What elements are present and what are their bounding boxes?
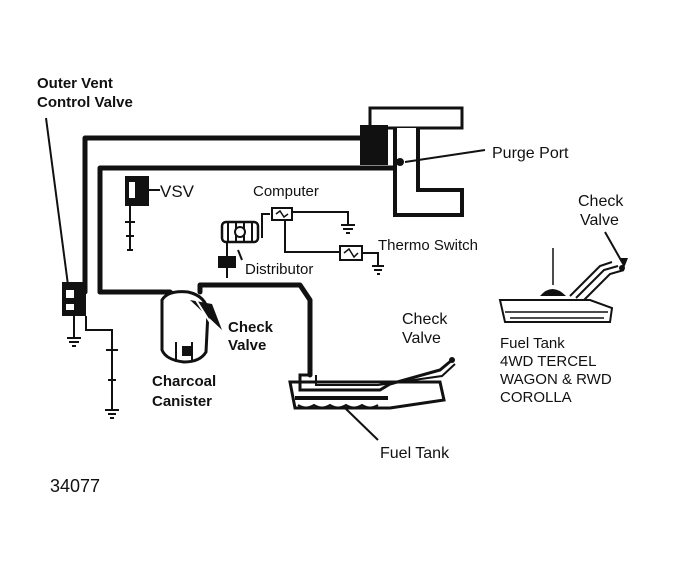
tank-vapor-hose bbox=[197, 282, 313, 378]
fuel-tank-main bbox=[288, 357, 456, 410]
purge-hose bbox=[82, 135, 378, 295]
computer-label: Computer bbox=[253, 183, 319, 200]
fuel-tank-alt bbox=[498, 248, 625, 323]
charcoal-canister bbox=[160, 290, 222, 364]
distributor-label: Distributor bbox=[245, 261, 313, 278]
charcoal-canister-label-1: Charcoal bbox=[152, 373, 216, 390]
distributor bbox=[218, 220, 260, 278]
alt-tank-label-4: COROLLA bbox=[500, 389, 572, 406]
check-valve-arrow bbox=[619, 258, 628, 268]
thermo-switch bbox=[339, 245, 384, 275]
check-valve-canister-label-1: Check bbox=[228, 319, 274, 336]
check-valve-tank-label-1: Check bbox=[402, 311, 448, 328]
alt-check-valve-label-2: Valve bbox=[580, 212, 619, 229]
thermo-switch-label: Thermo Switch bbox=[378, 237, 478, 254]
vsv-hose bbox=[97, 165, 408, 295]
intake-pipe bbox=[393, 128, 464, 217]
vsv-label: VSV bbox=[160, 182, 195, 201]
throttle-body bbox=[360, 125, 388, 165]
vsv-body bbox=[125, 176, 149, 206]
leader-lines bbox=[150, 149, 623, 441]
purge-port-label: Purge Port bbox=[492, 145, 569, 162]
purge-port-nipple bbox=[396, 158, 404, 166]
outer-vent-label-1: Outer Vent bbox=[37, 75, 113, 92]
fuel-tank-label: Fuel Tank bbox=[380, 445, 450, 462]
figure-number: 34077 bbox=[50, 476, 100, 496]
outer-vent-control-valve bbox=[45, 117, 119, 419]
check-valve-tank-label-2: Valve bbox=[402, 330, 441, 347]
vsv-valve bbox=[125, 176, 160, 251]
intake-plenum bbox=[360, 106, 464, 217]
alt-check-valve-label-1: Check bbox=[578, 193, 624, 210]
charcoal-canister-label-2: Canister bbox=[152, 393, 212, 410]
alt-tank-label-1: Fuel Tank bbox=[500, 335, 565, 352]
check-valve-canister-label-2: Valve bbox=[228, 337, 266, 354]
outer-vent-label-2: Control Valve bbox=[37, 94, 133, 111]
alt-tank-label-3: WAGON & RWD bbox=[500, 371, 612, 388]
computer-ecu bbox=[261, 207, 355, 253]
alt-tank-label-2: 4WD TERCEL bbox=[500, 353, 596, 370]
